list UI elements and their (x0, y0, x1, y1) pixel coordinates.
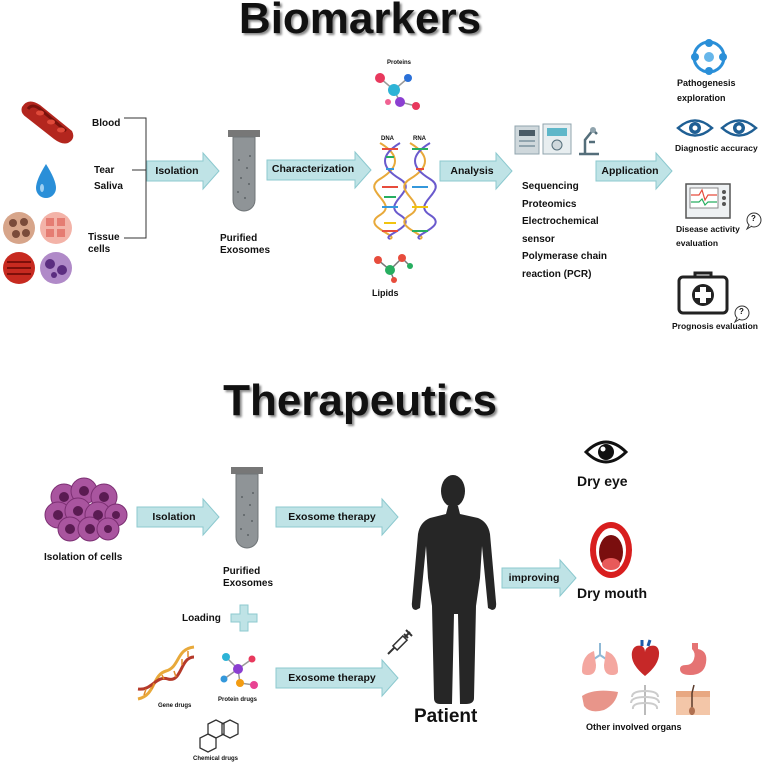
method-item: Proteomics (522, 198, 577, 210)
eye-icon (676, 119, 714, 137)
purified-exosomes-label-ther: Purified Exosomes (223, 566, 274, 589)
exosome-therapy-arrow-2-label: Exosome therapy (288, 672, 376, 684)
rna-helix-icon (403, 142, 437, 240)
blood-vessel-icon (21, 101, 74, 144)
isolation-arrow-bio-label: Isolation (155, 165, 199, 177)
chemical-drug-icon (199, 719, 239, 753)
protein-drug-icon (220, 653, 258, 689)
pathogenesis-network-icon (691, 39, 727, 75)
exosome-therapy-arrow-1-label: Exosome therapy (288, 511, 376, 523)
monitor-icon (685, 183, 731, 219)
ribcage-icon (630, 685, 660, 715)
heart-icon (631, 639, 660, 676)
skin-icon (676, 684, 710, 715)
lungs-icon (582, 643, 618, 675)
tear-drop-icon (36, 164, 56, 198)
proteins-icon (375, 73, 420, 110)
tissue-cells-label: Tissue cells (88, 232, 120, 255)
dry-eye-icon (583, 440, 629, 464)
question-mark: ? (739, 307, 744, 316)
dna-label: DNA (381, 136, 394, 142)
tear-label: Tear (94, 165, 115, 176)
isolation-arrow-ther: Isolation (136, 497, 220, 537)
lipids-label: Lipids (372, 288, 399, 298)
exosome-therapy-arrow-2: Exosome therapy (275, 658, 399, 698)
characterization-arrow-label: Characterization (271, 163, 355, 175)
improving-arrow-label: improving (508, 572, 560, 584)
gene-drug-dna-icon (137, 645, 195, 701)
method-item: sensor (522, 233, 555, 245)
tissue-cells-icon (3, 212, 72, 284)
gene-drugs-label: Gene drugs (158, 703, 192, 709)
purified-exosomes-label-bio: Purified Exosomes (220, 233, 271, 256)
isolation-arrow-bio: Isolation (146, 151, 220, 191)
other-organs-label: Other involved organs (586, 722, 682, 732)
method-item: Polymerase chain (522, 251, 608, 262)
syringe-icon (387, 629, 413, 655)
proteins-label: Proteins (387, 60, 412, 66)
chemical-drugs-label: Chemical drugs (193, 756, 239, 762)
protein-drugs-label: Protein drugs (218, 697, 258, 703)
exosome-therapy-arrow-1: Exosome therapy (275, 497, 399, 537)
saliva-label: Saliva (94, 181, 123, 192)
analysis-arrow-label: Analysis (450, 165, 494, 177)
blood-label: Blood (92, 118, 121, 129)
analysis-arrow: Analysis (439, 151, 513, 191)
liver-icon (582, 690, 618, 712)
cell-cluster-icon (44, 477, 128, 542)
exosome-tube-icon (231, 467, 263, 549)
exosome-tube-icon (228, 130, 260, 212)
application-arrow-label: Application (601, 165, 659, 177)
eye-icon (720, 119, 758, 137)
biomarkers-title: Biomarkers (238, 0, 482, 43)
stomach-icon (680, 643, 707, 675)
therapeutics-title: Therapeutics (223, 376, 497, 425)
method-item: Sequencing (522, 181, 579, 192)
lipids-icon (374, 254, 413, 283)
improving-arrow: improving (501, 558, 577, 598)
plus-icon (230, 604, 258, 632)
application-arrow: Application (595, 151, 673, 191)
patient-silhouette (411, 475, 497, 704)
patient-label: Patient (414, 706, 478, 727)
question-mark: ? (751, 214, 756, 223)
source-bracket (124, 117, 147, 239)
rna-label: RNA (413, 136, 426, 142)
method-item: reaction (PCR) (522, 268, 592, 280)
method-item: Electrochemical (522, 216, 599, 227)
disease-activity-label: Disease activity evaluation (676, 224, 740, 248)
first-aid-kit-icon (677, 271, 729, 315)
question-bubble-icon (745, 212, 762, 231)
diagnostic-accuracy-label: Diagnostic accuracy (675, 143, 758, 153)
pathogenesis-label: Pathogenesis exploration (677, 78, 736, 103)
characterization-arrow: Characterization (266, 150, 372, 190)
dry-eye-label: Dry eye (577, 473, 628, 489)
analysis-methods-list: Sequencing Proteomics Electrochemical se… (522, 178, 607, 283)
lab-instruments-icon (514, 123, 599, 156)
prognosis-label: Prognosis evaluation (672, 321, 758, 331)
question-bubble-icon (733, 305, 750, 324)
dry-mouth-label: Dry mouth (577, 585, 647, 601)
isolation-arrow-ther-label: Isolation (152, 511, 196, 523)
isolation-of-cells-label: Isolation of cells (44, 552, 123, 563)
dna-helix-icon (373, 142, 407, 240)
loading-label: Loading (182, 613, 221, 624)
dry-mouth-icon (590, 522, 632, 578)
